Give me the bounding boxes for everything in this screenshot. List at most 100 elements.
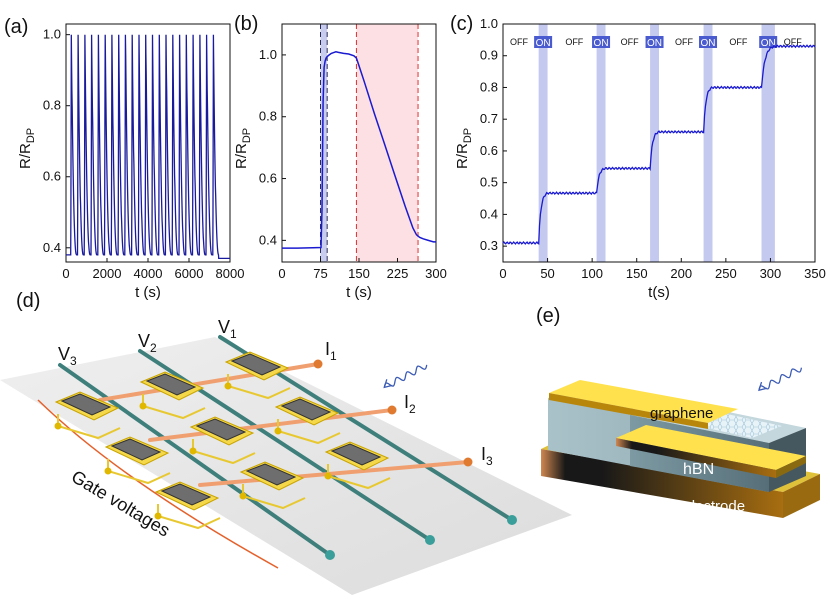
panel-label-b: (b) [234, 13, 258, 35]
gate-terminal [189, 447, 197, 455]
panel-label-a: (a) [4, 16, 28, 38]
gate-electrode-label: gate electrode [650, 498, 745, 515]
y-tick-label: 0.7 [480, 111, 498, 126]
x-tick-label: 4000 [134, 266, 163, 281]
x-tick-label: 0 [499, 266, 506, 281]
hbn-label: hBN [683, 461, 714, 478]
crossbar [54, 335, 517, 560]
gate-terminal [224, 382, 232, 390]
panel-label-d: (d) [16, 290, 40, 312]
on-label: ON [536, 38, 551, 49]
on-label: ON [701, 38, 716, 49]
on-label: ON [647, 38, 662, 49]
gate-wire [157, 504, 221, 530]
x-tick-label: 225 [387, 266, 409, 281]
column-terminal [425, 535, 435, 545]
off-label: OFF [621, 37, 639, 47]
y-tick-label: 0.4 [259, 232, 277, 247]
y-tick-label: 0.8 [480, 79, 498, 94]
panel-label-c: (c) [450, 13, 473, 35]
gate-terminal [154, 512, 162, 520]
off-label: OFF [675, 37, 693, 47]
row-label-i2: I2 [404, 392, 416, 416]
x-tick-label: 75 [313, 266, 327, 281]
gate-voltage-bracket [37, 399, 279, 569]
x-tick-label: 100 [581, 266, 603, 281]
on-region [703, 24, 713, 262]
column-label-v3: V3 [58, 344, 77, 368]
y-axis-label: R/RDP [454, 128, 474, 169]
x-tick-label: 300 [760, 266, 782, 281]
y-tick-label: 1.0 [259, 47, 277, 62]
y-tick-label: 0.9 [480, 48, 498, 63]
column-label-v1: V1 [218, 317, 237, 341]
device-channel [60, 393, 112, 416]
y-tick-label: 1.0 [43, 27, 61, 42]
y-tick-label: 0.8 [43, 98, 61, 113]
gate-terminal [104, 467, 112, 475]
device-channel [330, 443, 382, 466]
row-line [148, 408, 394, 442]
gate-terminal [54, 422, 62, 430]
gate-wire [327, 464, 391, 490]
crossbar-array-illustration: Gate voltages V3 V2 V1 I1 I2 I3 [0, 317, 572, 595]
x-tick-label: 300 [425, 266, 447, 281]
panel-label-e: (e) [536, 305, 560, 327]
graphene-label: graphene [650, 405, 713, 422]
gate-terminal [139, 402, 147, 410]
on-region [596, 24, 606, 262]
gate-wire [227, 374, 291, 400]
x-tick-label: 2000 [93, 266, 122, 281]
off-label: OFF [784, 37, 802, 47]
on-badge [534, 36, 553, 48]
shaded-region [356, 24, 419, 262]
y-tick-label: 0.6 [480, 143, 498, 158]
row-terminal [387, 405, 397, 415]
off-label: OFF [565, 37, 583, 47]
x-tick-label: 150 [348, 266, 370, 281]
gate-electrode-side [783, 474, 820, 518]
x-tick-label: 0 [62, 266, 69, 281]
y-tick-label: 0.3 [480, 238, 498, 253]
gate-terminal [239, 492, 247, 500]
gate-terminal [274, 427, 282, 435]
y-axis-label: R/RDP [17, 128, 37, 169]
on-region [538, 24, 548, 262]
device-channel [280, 398, 332, 421]
series-line [282, 51, 436, 249]
series-line [66, 34, 230, 260]
device-channel [110, 438, 162, 461]
column-terminal [507, 515, 517, 525]
y-tick-label: 0.6 [43, 169, 61, 184]
y-tick-label: 0.8 [259, 109, 277, 124]
electrode-back-top [549, 380, 738, 423]
shaded-region [320, 24, 328, 262]
row-terminal [463, 457, 473, 467]
gate-wire [277, 419, 341, 445]
gate-wire [242, 484, 306, 510]
y-tick-label: 0.4 [43, 240, 61, 255]
device-channel [245, 463, 297, 486]
on-badge [759, 36, 778, 48]
x-tick-label: 200 [670, 266, 692, 281]
gate-electrode-front [541, 449, 783, 518]
gate-voltages-label: Gate voltages [68, 466, 174, 540]
x-tick-label: 6000 [175, 266, 204, 281]
plot-frame [502, 23, 816, 263]
gate-wire [57, 414, 121, 440]
x-tick-label: 150 [626, 266, 648, 281]
column-line [58, 363, 332, 557]
x-tick-label: 50 [540, 266, 554, 281]
row-label-i1: I1 [325, 339, 337, 363]
on-region [761, 24, 775, 262]
y-axis-label: R/RDP [233, 128, 253, 169]
device-channel [195, 418, 247, 441]
row-terminal [313, 359, 323, 369]
x-tick-label: 0 [278, 266, 285, 281]
on-badge [699, 36, 718, 48]
gate-wire [192, 439, 256, 465]
